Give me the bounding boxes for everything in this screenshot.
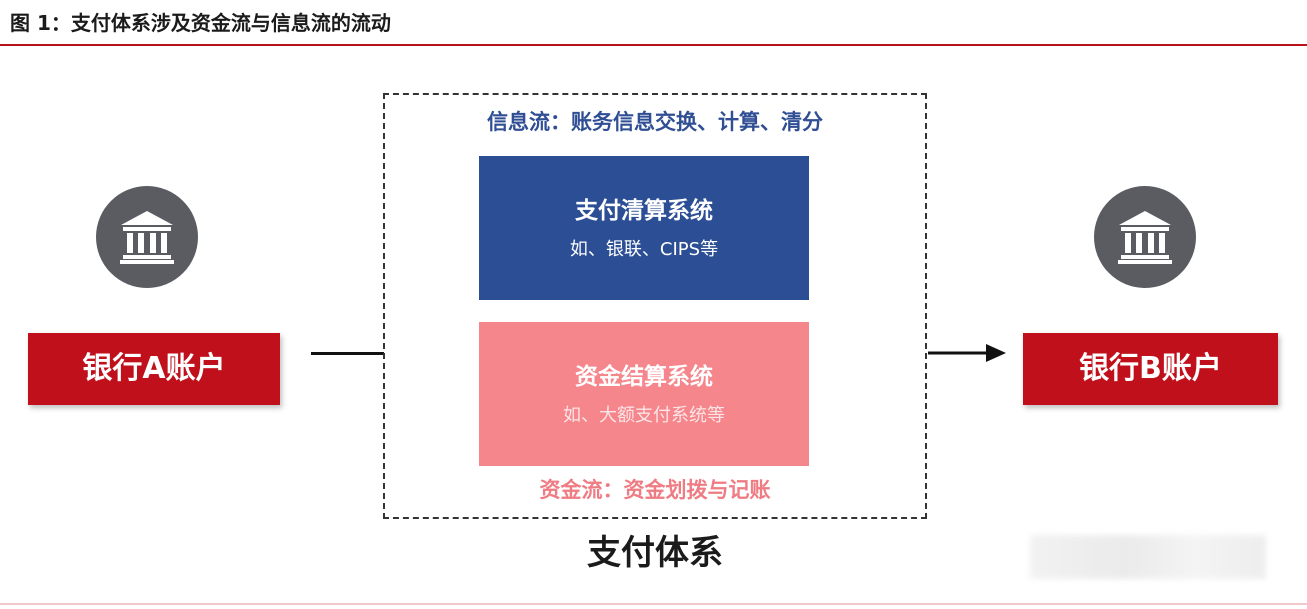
payment-system-caption: 支付体系 bbox=[587, 533, 723, 573]
watermark bbox=[1030, 535, 1266, 579]
connector-line-left bbox=[311, 352, 384, 355]
title-divider bbox=[0, 44, 1307, 46]
clearing-system-box: 支付清算系统 如、银联、CIPS等 bbox=[479, 156, 809, 300]
settlement-system-examples: 如、大额支付系统等 bbox=[563, 405, 725, 426]
payment-system-frame bbox=[383, 93, 927, 519]
settlement-system-title: 资金结算系统 bbox=[575, 364, 713, 390]
clearing-system-title: 支付清算系统 bbox=[575, 198, 713, 224]
bank-a-account: 银行A账户 bbox=[28, 333, 280, 405]
bank-b-account: 银行B账户 bbox=[1023, 333, 1278, 405]
figure-title: 图 1：支付体系涉及资金流与信息流的流动 bbox=[10, 11, 391, 35]
bank-building-icon bbox=[1118, 211, 1172, 264]
arrow-right-icon bbox=[928, 344, 1006, 362]
fund-flow-label: 资金流：资金划拨与记账 bbox=[539, 478, 771, 502]
bottom-divider bbox=[0, 603, 1307, 605]
settlement-system-box: 资金结算系统 如、大额支付系统等 bbox=[479, 322, 809, 466]
bank-b-icon bbox=[1094, 186, 1196, 288]
bank-a-icon bbox=[96, 186, 198, 288]
info-flow-label: 信息流：账务信息交换、计算、清分 bbox=[487, 110, 823, 134]
clearing-system-examples: 如、银联、CIPS等 bbox=[569, 239, 719, 260]
bank-building-icon bbox=[120, 211, 174, 264]
